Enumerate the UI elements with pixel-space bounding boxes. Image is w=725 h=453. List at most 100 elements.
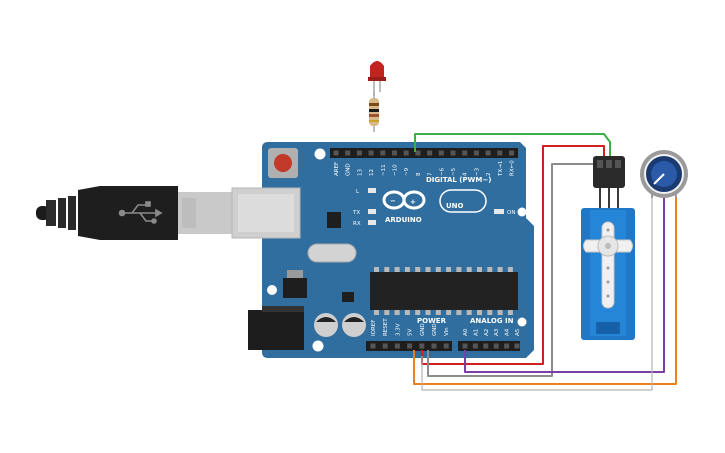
resistor-band [369,109,379,112]
analog-header [458,341,520,351]
led-on-label: ON [507,210,515,216]
logo-minus: − [390,197,396,205]
resistor-band [369,120,379,122]
chip-leg [466,267,472,272]
mounting-hole [517,207,527,217]
header-pin[interactable] [483,343,489,349]
voltage-regulator [283,278,307,298]
header-pin[interactable] [380,150,386,156]
chip-leg [415,310,421,315]
header-pin[interactable] [419,343,425,349]
led-l [368,188,376,193]
mounting-hole [314,148,326,160]
header-pin[interactable] [504,343,510,349]
header-pin[interactable] [462,343,468,349]
pin-label: Vin [444,327,450,336]
pin-label: 8 [416,172,422,176]
pin-label: TX→1 [498,161,504,177]
digital-header-label: DIGITAL (PWM~) [426,176,491,184]
wire-purple[interactable] [464,196,665,373]
usb-icon [118,201,163,224]
mounting-hole [517,317,527,327]
led-rx [368,220,376,225]
servo-hole [606,294,610,298]
servo-base [596,322,620,334]
chip-leg [487,267,493,272]
usb-plug-metal-detail [182,198,196,228]
wire-green[interactable] [414,133,611,160]
header-pin[interactable] [333,150,339,156]
header-pin[interactable] [462,150,468,156]
chip-leg [497,267,503,272]
atmega-chip [370,272,518,310]
header-pin[interactable] [514,343,520,349]
servo-screw-icon [605,243,611,249]
usb-chip [327,212,341,228]
header-pin[interactable] [368,150,374,156]
power-pin-row[interactable] [370,343,449,349]
pin-label: ~9 [404,167,410,176]
pin-label: AREF [334,162,340,176]
chip-leg [425,310,431,315]
header-pin[interactable] [450,150,456,156]
header-pin[interactable] [370,343,376,349]
digital-pin-row[interactable] [333,150,515,156]
header-pin[interactable] [356,150,362,156]
chip-pins [374,310,513,315]
reset-button[interactable] [274,154,292,172]
header-pin[interactable] [431,343,437,349]
header-pin[interactable] [485,150,491,156]
potentiometer[interactable] [640,150,688,198]
header-pin[interactable] [392,150,397,156]
chip-leg [456,267,462,272]
power-header-label: POWER [417,317,447,325]
resistor[interactable] [369,92,379,132]
wire-red-tail [600,145,605,160]
chip-leg [446,310,452,315]
capacitor [342,313,366,337]
chip-leg [487,310,493,315]
header-pin[interactable] [415,150,421,156]
servo-connector-pin [606,160,612,168]
pin-label: ~3 [474,167,480,176]
usb-b-port-inner [238,194,294,232]
analog-pin-row[interactable] [462,343,520,349]
header-pin[interactable] [427,150,433,156]
wire-light [421,196,653,391]
pin-label: 2 [486,173,492,177]
micro-servo[interactable] [581,156,635,340]
header-pin[interactable] [472,343,478,349]
header-pin[interactable] [473,150,479,156]
arduino-logo-icon [382,190,426,210]
header-pin[interactable] [509,150,514,156]
led-l-label: L [356,189,360,195]
power-jack [248,310,304,350]
small-chip [342,292,354,302]
red-led[interactable] [368,61,386,96]
voltage-regulator-tab [287,270,303,278]
led-body [370,61,384,78]
usb-cable[interactable] [36,186,232,240]
pin-label: ~11 [381,164,387,176]
header-pin[interactable] [497,150,503,156]
header-pin[interactable] [443,343,449,349]
header-pin[interactable] [493,343,499,349]
header-pin[interactable] [438,150,444,156]
wire-orange[interactable] [413,192,677,385]
usb-strain-relief [46,200,56,226]
servo-hole [606,280,610,284]
header-pin[interactable] [394,343,400,349]
pin-label: 7 [428,172,434,176]
header-pin[interactable] [345,150,351,156]
analog-header-label: ANALOG IN [470,317,514,325]
header-pin[interactable] [382,343,388,349]
header-pin[interactable] [403,150,409,156]
servo-connector-pin [597,160,603,168]
header-pin[interactable] [407,343,413,349]
mounting-hole [312,340,324,352]
pin-label: A3 [494,328,500,336]
